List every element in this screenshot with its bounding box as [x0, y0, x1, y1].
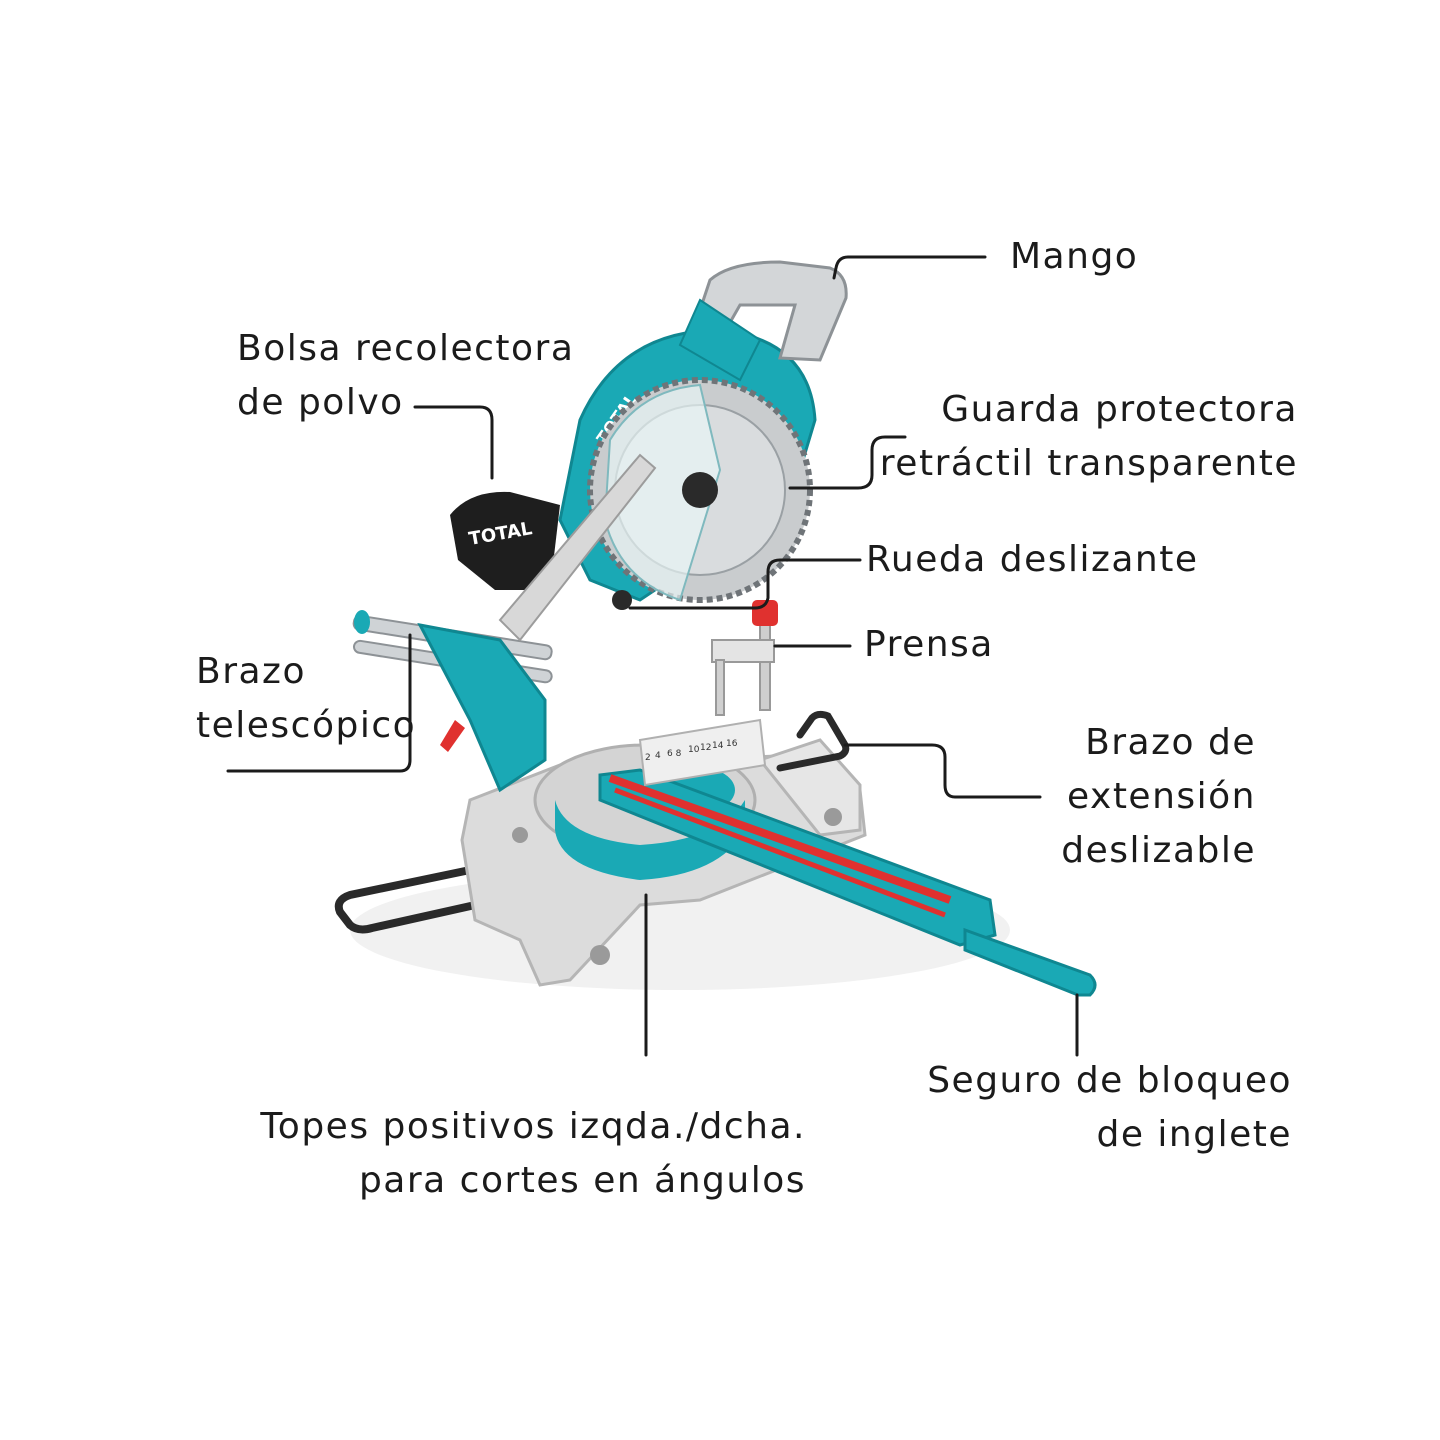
label-rueda: Rueda deslizante [866, 533, 1199, 587]
label-guarda-line1: Guarda protectora [941, 389, 1298, 430]
arm-support [417, 622, 547, 793]
sliding-wheel [612, 590, 632, 610]
clamp-arm [711, 639, 775, 663]
label-brazo-tel-line2: telescópico [196, 705, 417, 746]
leader-rueda [628, 558, 862, 610]
fence [638, 718, 767, 787]
label-guarda: Guarda protectora retráctil transparente [880, 383, 1298, 491]
handle-grip [678, 298, 762, 382]
label-topes: Topes positivos izqda./dcha. para cortes… [260, 1100, 806, 1208]
label-seguro: Seguro de bloqueo de inglete [927, 1054, 1292, 1162]
label-seguro-line2: de inglete [1096, 1114, 1292, 1155]
label-guarda-line2: retráctil transparente [879, 443, 1298, 484]
leader-brazo-telescopico [226, 633, 412, 773]
svg-text:6 8: 6 8 [667, 749, 682, 759]
clamp-screw [715, 659, 725, 716]
svg-text:12: 12 [700, 743, 711, 753]
label-bolsa-line1: Bolsa recolectora [237, 328, 575, 369]
label-prensa-text: Prensa [864, 624, 994, 665]
label-mango-text: Mango [1010, 236, 1139, 277]
label-topes-line1: Topes positivos izqda./dcha. [260, 1106, 806, 1147]
label-rueda-text: Rueda deslizante [866, 539, 1199, 580]
leader-bolsa [413, 405, 494, 480]
label-brazo-ext-line3: deslizable [1061, 830, 1256, 871]
leader-mango [832, 255, 987, 280]
miter-lock-knob [963, 927, 1097, 997]
label-brazo-telescopico: Brazo telescópico [196, 645, 416, 753]
label-topes-line2: para cortes en ángulos [358, 1160, 806, 1201]
label-brazo-tel-line1: Brazo [196, 651, 306, 692]
rail-end-cap [354, 610, 370, 634]
leader-guarda [788, 435, 907, 490]
svg-text:4: 4 [655, 751, 661, 761]
label-brazo-ext-line2: extensión [1067, 776, 1256, 817]
turntable-teal-ring [555, 800, 745, 880]
mount-hole-icon [590, 945, 610, 965]
transparent-guard [603, 383, 722, 602]
blade-arbor [682, 472, 718, 508]
leader-brazo-extension [843, 743, 1042, 799]
extension-handle [776, 710, 850, 772]
svg-text:16: 16 [726, 739, 738, 749]
svg-text:14: 14 [712, 741, 724, 751]
bevel-lock-lever [440, 720, 465, 752]
mount-hole-icon [824, 808, 842, 826]
miter-arm-red-rail [608, 774, 952, 904]
base-left-handle [334, 866, 524, 934]
svg-text:10: 10 [688, 745, 700, 755]
mount-hole-icon [512, 827, 528, 843]
label-bolsa-line2: de polvo [237, 382, 404, 423]
link-arm [498, 453, 657, 642]
label-prensa: Prensa [864, 618, 994, 672]
label-bolsa: Bolsa recolectora de polvo [237, 322, 574, 430]
label-brazo-ext-line1: Brazo de [1085, 722, 1256, 763]
label-mango: Mango [1010, 230, 1138, 284]
miter-arm-red-rail [614, 787, 946, 918]
dust-bag [450, 491, 560, 590]
label-brazo-extension: Brazo de extensión deslizable [1061, 716, 1256, 878]
label-seguro-line1: Seguro de bloqueo [927, 1060, 1292, 1101]
svg-text:2: 2 [645, 753, 651, 763]
